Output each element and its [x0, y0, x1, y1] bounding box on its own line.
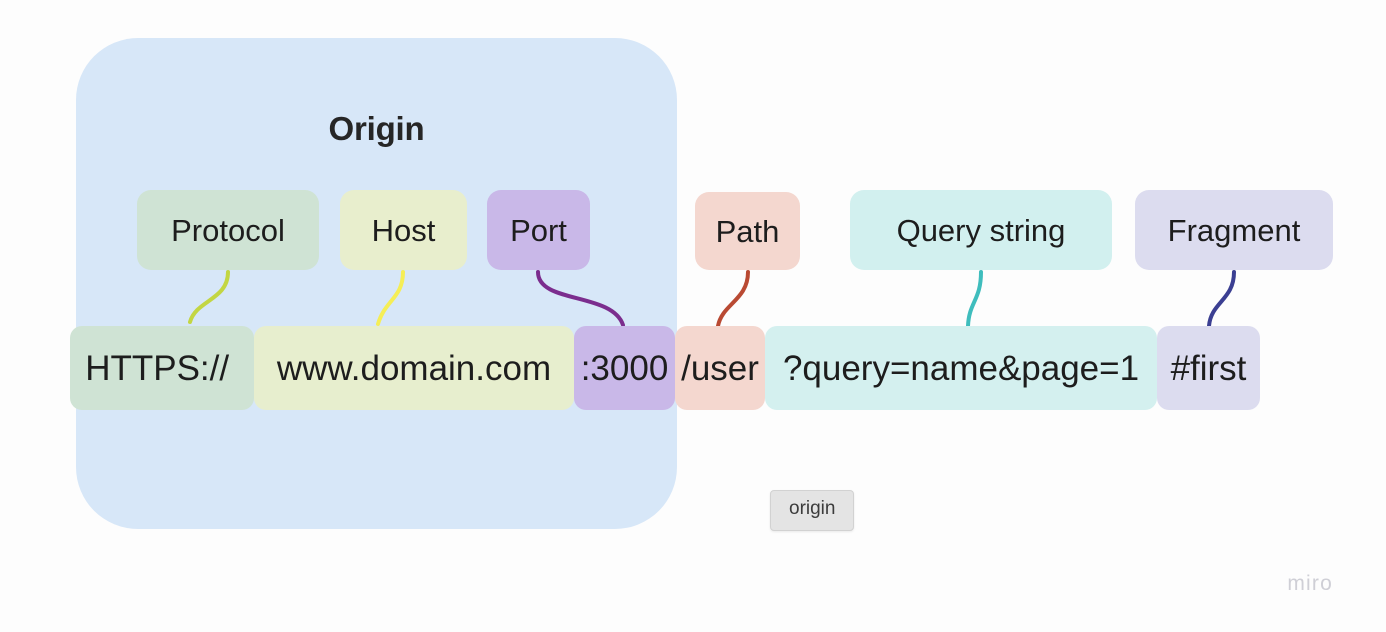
label-chip-text: Host: [371, 212, 436, 248]
url-string[interactable]: HTTPS:// www.domain.com :3000/user ?query=…: [70, 326, 1260, 410]
label-chip-text: Query string: [896, 212, 1066, 248]
url-segment-port-seg[interactable]: :3000: [574, 326, 675, 410]
url-segment-text: #first: [1170, 348, 1247, 388]
origin-container[interactable]: Origin: [76, 38, 677, 529]
origin-tooltip-chip[interactable]: origin: [770, 490, 855, 531]
label-chip-fragment[interactable]: Fragment: [1135, 190, 1333, 270]
url-segment-host-seg[interactable]: www.domain.com: [254, 326, 574, 410]
miro-watermark: miro: [1287, 572, 1333, 595]
url-segment-text: www.domain.com: [276, 348, 552, 388]
label-chip-text: Port: [510, 212, 567, 248]
url-segment-query-seg[interactable]: ?query=name&page=1: [765, 326, 1157, 410]
url-segment-text: HTTPS://: [85, 348, 239, 388]
label-chip-path[interactable]: Path: [695, 192, 800, 270]
label-chip-port[interactable]: Port: [487, 190, 590, 270]
path-connector: [716, 270, 750, 328]
url-segment-fragment-seg[interactable]: #first: [1157, 326, 1260, 410]
label-chip-query-string[interactable]: Query string: [850, 190, 1112, 270]
url-segment-path-seg[interactable]: /user: [675, 326, 765, 410]
url-segment-text: ?query=name&page=1: [782, 348, 1140, 388]
label-chip-text: Fragment: [1167, 212, 1301, 248]
label-chip-protocol[interactable]: Protocol: [137, 190, 319, 270]
label-chip-text: Path: [715, 213, 780, 249]
query-connector: [966, 270, 983, 328]
label-chip-host[interactable]: Host: [340, 190, 467, 270]
fragment-connector: [1207, 270, 1236, 328]
url-segment-protocol-seg[interactable]: HTTPS://: [70, 326, 254, 410]
label-chip-text: Protocol: [171, 212, 285, 248]
origin-title: Origin: [328, 110, 425, 147]
url-segment-text: /user: [681, 348, 759, 388]
url-segment-text: :3000: [580, 348, 669, 388]
